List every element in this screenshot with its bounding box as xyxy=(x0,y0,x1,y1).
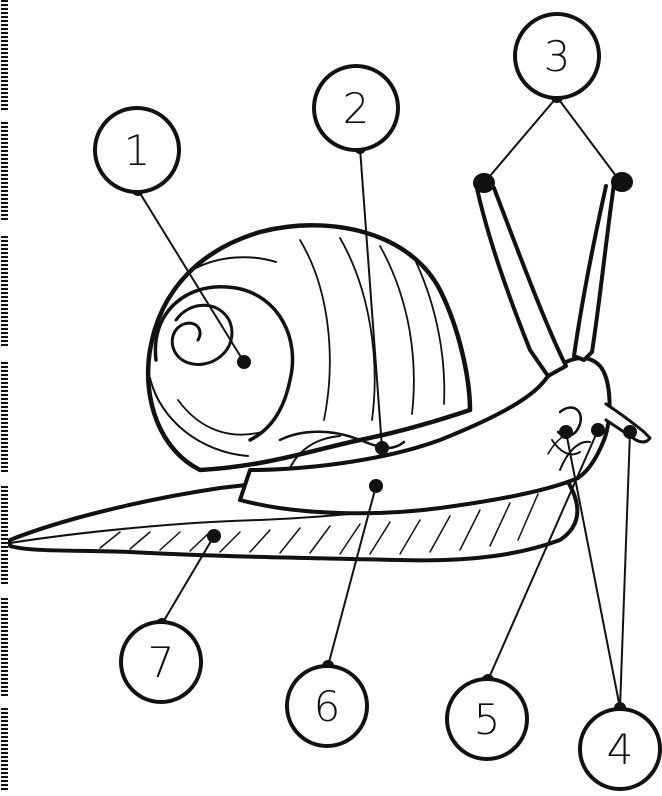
snail-shell xyxy=(148,225,470,470)
callout-4-label: 4 xyxy=(607,725,634,774)
leader-line-3b xyxy=(557,97,622,184)
leader-line-3a xyxy=(484,97,557,183)
callout-1-label: 1 xyxy=(124,126,151,175)
callout-3-label: 3 xyxy=(544,32,571,81)
callout-4: 4 xyxy=(580,709,660,789)
callout-2-label: 2 xyxy=(343,84,370,133)
left-edge-binding-strip xyxy=(0,0,9,792)
callout-6-label: 6 xyxy=(314,682,341,731)
leader-line-4b xyxy=(620,432,630,708)
callout-6: 6 xyxy=(287,666,367,746)
callout-7-label: 7 xyxy=(148,638,175,687)
callout-3: 3 xyxy=(515,14,599,98)
callout-2: 2 xyxy=(314,66,398,150)
callout-5: 5 xyxy=(447,679,527,759)
callout-7: 7 xyxy=(121,622,201,702)
leader-line-4a xyxy=(566,432,620,708)
callout-5-label: 5 xyxy=(474,695,501,744)
callout-1: 1 xyxy=(95,108,179,192)
